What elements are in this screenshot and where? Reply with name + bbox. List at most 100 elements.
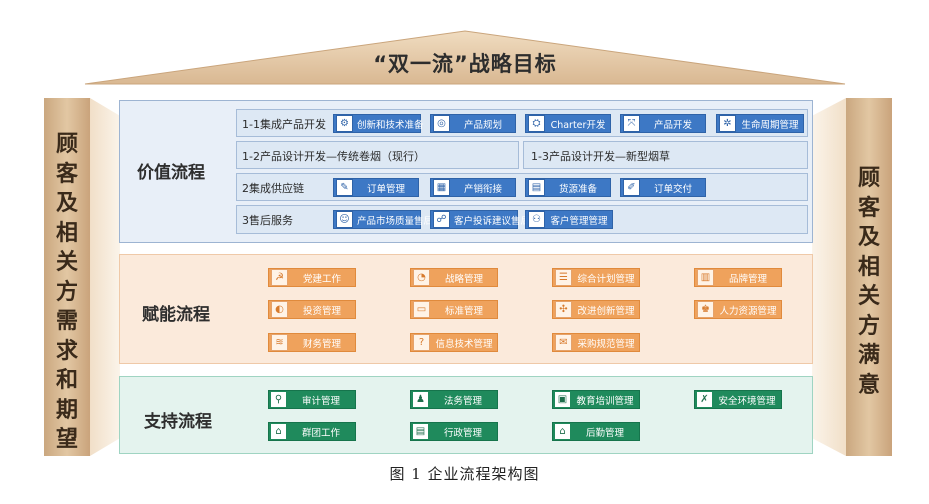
process-tag-label: 投资管理: [302, 305, 341, 317]
hr-icon: ♚: [697, 301, 714, 318]
process-tag[interactable]: ⤧ 产品开发: [620, 114, 706, 133]
process-tag[interactable]: ⚇ 客户管理管理: [525, 210, 613, 229]
innovation-icon: ⚙: [336, 115, 353, 132]
pillar-char: 顾: [55, 132, 78, 157]
process-tag-label: 安全环境管理: [718, 395, 776, 407]
process-tag-label: 创新和技术准备: [357, 119, 424, 131]
plan-icon: ☰: [555, 269, 572, 286]
process-tag[interactable]: ♚ 人力资源管理: [694, 300, 782, 319]
training-icon: ▣: [555, 392, 570, 407]
pillar-char: 满: [857, 343, 880, 368]
process-tag-label: 品牌管理: [728, 273, 767, 285]
process-tag-label: 客户管理管理: [550, 215, 608, 227]
pillar-char: 期: [55, 397, 78, 423]
process-tag-label: 审计管理: [301, 395, 340, 407]
process-tag[interactable]: ✣改进创新管理: [552, 300, 640, 319]
standard-icon: ▭: [413, 301, 430, 318]
row-label: 3售后服务: [242, 214, 293, 227]
it-icon: ?: [413, 334, 430, 351]
row-label: 1-1集成产品开发: [242, 118, 326, 131]
process-tag[interactable]: ◔战略管理: [410, 268, 498, 287]
process-tag-label: 党建工作: [302, 273, 341, 285]
safety-icon: ✗: [697, 392, 712, 407]
admin-icon: ▤: [413, 424, 428, 439]
process-tag[interactable]: ✗ 安全环境管理: [694, 390, 782, 409]
pillar-char: 关: [857, 284, 880, 309]
process-tag[interactable]: ♟法务管理: [410, 390, 498, 409]
development-icon: ⤧: [623, 115, 640, 132]
lifecycle-icon: ✲: [719, 115, 736, 132]
procurement-icon: ✉: [555, 334, 572, 351]
charter-icon: ⛭: [528, 115, 545, 132]
improvement-icon: ✣: [555, 301, 572, 318]
process-tag[interactable]: ⌂ 群团工作: [268, 422, 356, 441]
pillar-char: 相: [55, 220, 78, 246]
process-tag[interactable]: ✲生命周期管理: [716, 114, 804, 133]
process-tag[interactable]: ⚲审计管理: [268, 390, 356, 409]
market-quality-icon: ☺: [336, 211, 353, 228]
left-pillar-customer-needs: [44, 98, 90, 456]
value-row-integrated-product-dev: [236, 109, 808, 137]
process-tag-label: 法务管理: [443, 395, 482, 407]
process-tag[interactable]: ☺产品市场质量售后: [333, 210, 433, 229]
process-tag[interactable]: ☰ 综合计划管理: [552, 268, 640, 287]
process-tag[interactable]: ◎ 产品规划: [430, 114, 516, 133]
strategy-goal-title: “双一流”战略目标: [373, 52, 557, 76]
process-tag[interactable]: ▣教育培训管理: [552, 390, 640, 409]
process-tag-label: 订单管理: [366, 183, 405, 195]
process-tag-label: 采购规范管理: [577, 338, 635, 350]
process-tag[interactable]: ▥ 品牌管理: [694, 268, 782, 287]
value-row-supply-chain: [236, 173, 808, 201]
group-icon: ⌂: [271, 424, 286, 439]
logistics-icon: ⌂: [555, 424, 570, 439]
support-stream-title: 支持流程: [144, 412, 212, 432]
process-tag[interactable]: ▤货源准备: [525, 178, 611, 197]
process-tag[interactable]: ▦ 产销衔接: [430, 178, 516, 197]
pillar-char: 方: [857, 313, 880, 339]
left-input-arrow: [90, 98, 120, 456]
process-tag-label: 群团工作: [301, 427, 340, 439]
right-output-arrow: [812, 98, 846, 456]
process-tag[interactable]: ▭ 标准管理: [410, 300, 498, 319]
production-sales-icon: ▦: [433, 179, 450, 196]
strategy-icon: ◔: [413, 269, 430, 286]
process-tag-label: 产品开发: [653, 119, 692, 131]
brand-icon: ▥: [697, 269, 714, 286]
roof: [84, 30, 846, 85]
process-tag[interactable]: ⌂后勤管理: [552, 422, 640, 441]
pillar-char: 及: [857, 225, 880, 250]
party-icon: ☭: [271, 269, 288, 286]
process-tag[interactable]: ? 信息技术管理: [410, 333, 498, 352]
process-tag[interactable]: ≋财务管理: [268, 333, 356, 352]
process-tag-label: 人力资源管理: [719, 305, 777, 317]
planning-icon: ◎: [433, 115, 450, 132]
process-tag[interactable]: ⛭Charter开发: [525, 114, 611, 133]
process-tag[interactable]: ✐ 订单交付: [620, 178, 706, 197]
pillar-char: 方: [55, 279, 78, 305]
value-row-traditional-design: [236, 141, 519, 169]
complaint-icon: ☍: [433, 211, 450, 228]
pillar-char: 关: [55, 250, 78, 275]
process-tag-label: 订单交付: [653, 183, 692, 195]
process-tag-label: 产销衔接: [463, 183, 502, 195]
process-tag[interactable]: ✎订单管理: [333, 178, 419, 197]
process-tag[interactable]: ☍ 客户投诉建议售后: [430, 210, 530, 229]
delivery-icon: ✐: [623, 179, 640, 196]
pillar-char: 意: [857, 372, 880, 398]
process-tag-label: 货源准备: [558, 183, 597, 195]
customer-icon: ⚇: [528, 211, 545, 228]
process-tag[interactable]: ☭ 党建工作: [268, 268, 356, 287]
process-tag-label: 客户投诉建议售后: [454, 215, 531, 227]
pillar-char: 和: [55, 368, 78, 393]
process-tag[interactable]: ◐投资管理: [268, 300, 356, 319]
process-tag-label: 标准管理: [444, 305, 483, 317]
right-pillar-customer-satisfaction: [846, 98, 892, 456]
process-tag-label: 综合计划管理: [577, 273, 635, 285]
enable-stream-title: 赋能流程: [142, 305, 210, 325]
process-tag-label: 产品规划: [463, 119, 502, 131]
process-tag[interactable]: ✉ 采购规范管理: [552, 333, 640, 352]
process-tag[interactable]: ⚙ 创新和技术准备: [333, 114, 424, 133]
process-tag[interactable]: ▤行政管理: [410, 422, 498, 441]
pillar-char: 客: [55, 161, 78, 187]
process-tag-label: 信息技术管理: [435, 338, 493, 350]
